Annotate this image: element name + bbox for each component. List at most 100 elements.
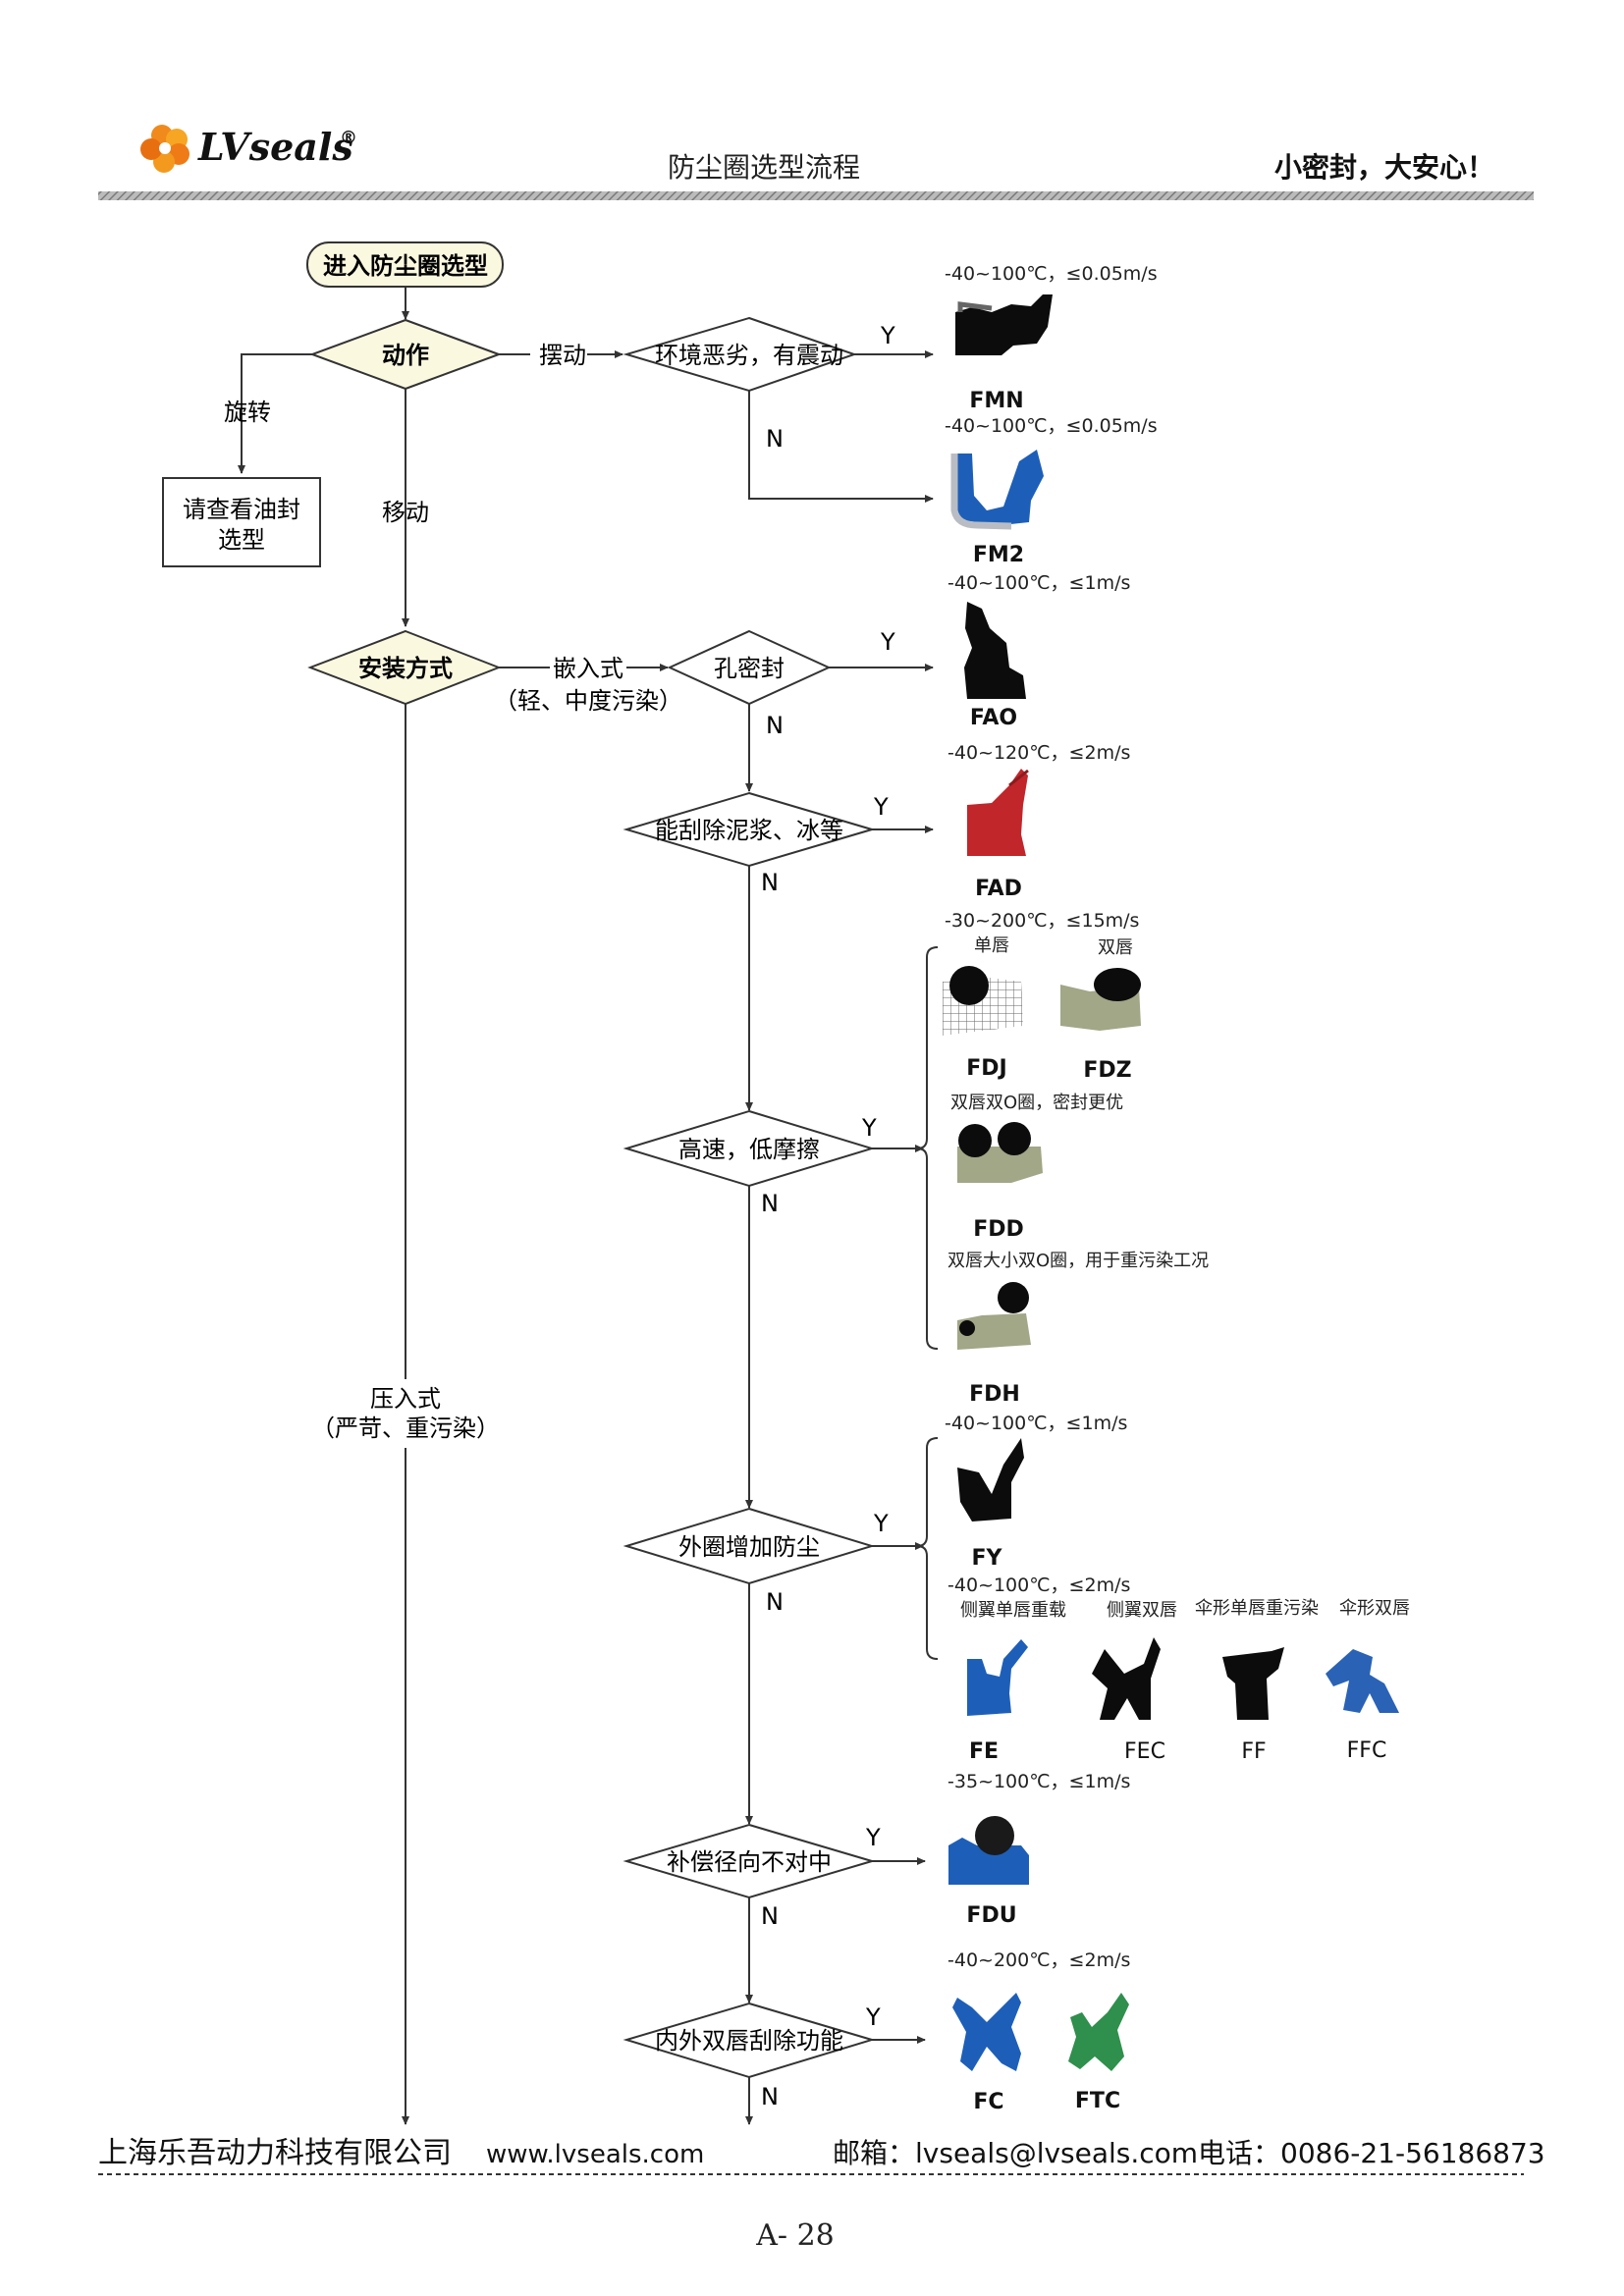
decision-environment: 环境恶劣，有震动	[623, 316, 858, 393]
radial-label: 补偿径向不对中	[667, 1848, 832, 1876]
footer-phone: 电话：0086-21-56186873	[1198, 2137, 1545, 2169]
oil-seal-box: 请查看油封 选型	[162, 477, 321, 567]
fdj-group-spec: -30~200℃，≤15m/s	[945, 910, 1139, 932]
ff-name: FF	[1241, 1739, 1266, 1764]
decision-hole-seal: 孔密封	[667, 629, 832, 706]
embedded-label: 嵌入式	[553, 655, 623, 682]
fdd-seal-icon	[957, 1122, 1043, 1183]
env-no: N	[766, 425, 784, 453]
hole-seal-no: N	[766, 712, 784, 739]
fec-note: 侧翼双唇	[1107, 1600, 1177, 1621]
fdu-seal-icon	[948, 1816, 1029, 1885]
press-fit-note: （严苛、重污染）	[311, 1415, 500, 1442]
footer: 上海乐吾动力科技有限公司 www.lvseals.com 邮箱：lvseals@…	[98, 2136, 1545, 2253]
fdh-note: 双唇大小双O圈，用于重污染工况	[947, 1251, 1209, 1271]
fdz-name: FDZ	[1083, 1058, 1131, 1083]
brand-name: LVseals	[197, 125, 353, 169]
fdz-seal-icon	[1060, 968, 1141, 1031]
decision-highspeed: 高速，低摩擦	[623, 1109, 876, 1188]
decision-install: 安装方式	[307, 629, 502, 706]
seal-images	[943, 294, 1399, 2071]
fdj-seal-icon	[943, 966, 1023, 1036]
fdd-note: 双唇双O圈，密封更优	[950, 1093, 1123, 1113]
decision-scrape: 能刮除泥浆、冰等	[623, 791, 876, 868]
swing-label: 摆动	[539, 342, 586, 369]
fdh-seal-icon	[957, 1282, 1031, 1350]
start-node: 进入防尘圈选型	[306, 241, 504, 288]
fy-spec: -40~100℃，≤1m/s	[945, 1413, 1127, 1434]
registered-mark: ®	[340, 128, 357, 148]
footer-company: 上海乐吾动力科技有限公司	[98, 2136, 452, 2170]
scrape-no: N	[761, 869, 779, 896]
fec-seal-icon	[1092, 1637, 1161, 1720]
fe-name: FE	[969, 1739, 999, 1764]
decision-outer-dust: 外圈增加防尘	[623, 1507, 876, 1585]
double-lip-no: N	[761, 2083, 779, 2110]
fdj-note: 单唇	[974, 935, 1009, 956]
ffc-seal-icon	[1326, 1649, 1399, 1713]
rotate-label: 旋转	[224, 399, 271, 426]
fdd-name: FDD	[973, 1217, 1024, 1242]
hole-seal-label: 孔密封	[714, 655, 785, 682]
fao-name: FAO	[970, 706, 1017, 730]
fy-seal-icon	[957, 1438, 1024, 1522]
highspeed-label: 高速，低摩擦	[678, 1136, 820, 1163]
fao-spec: -40~100℃，≤1m/s	[947, 572, 1130, 594]
install-label: 安装方式	[358, 655, 453, 682]
logo-flower-icon	[140, 125, 189, 173]
fdj-name: FDJ	[966, 1056, 1006, 1081]
page-number: A- 28	[755, 2218, 835, 2253]
fc-seal-icon	[952, 1993, 1021, 2071]
fm2-name: FM2	[973, 543, 1024, 567]
decision-action: 动作	[309, 318, 502, 391]
header-rule	[98, 191, 1534, 200]
fe-note: 侧翼单唇重载	[960, 1600, 1066, 1621]
press-fit-label: 压入式	[370, 1385, 441, 1413]
oil-seal-line1: 请查看油封	[183, 496, 300, 523]
highspeed-no: N	[761, 1190, 779, 1217]
fe-seal-icon	[967, 1639, 1028, 1716]
move-label: 移动	[382, 499, 429, 526]
fdz-note: 双唇	[1098, 937, 1133, 958]
fdh-name: FDH	[969, 1382, 1020, 1407]
scrape-yes: Y	[873, 793, 889, 821]
fc-group-spec: -40~200℃，≤2m/s	[947, 1949, 1130, 1971]
decision-double-lip: 内外双唇刮除功能	[623, 2002, 876, 2079]
radial-yes: Y	[865, 1824, 881, 1851]
fdu-spec: -35~100℃，≤1m/s	[947, 1771, 1130, 1792]
decision-radial: 补偿径向不对中	[623, 1823, 876, 1899]
fm2-spec: -40~100℃，≤0.05m/s	[945, 415, 1158, 437]
double-lip-label: 内外双唇刮除功能	[655, 2027, 843, 2055]
fmn-name: FMN	[969, 389, 1023, 413]
start-label: 进入防尘圈选型	[323, 252, 488, 280]
fad-spec: -40~120℃，≤2m/s	[947, 742, 1130, 764]
fao-seal-icon	[964, 602, 1026, 699]
highspeed-yes: Y	[861, 1114, 877, 1142]
env-yes: Y	[880, 322, 895, 349]
fmn-seal-icon	[955, 294, 1053, 355]
page-title: 防尘圈选型流程	[668, 151, 860, 184]
hole-seal-yes: Y	[880, 628, 895, 656]
fm2-seal-icon	[954, 450, 1044, 525]
fec-name: FEC	[1124, 1739, 1165, 1764]
action-label: 动作	[382, 342, 429, 369]
double-lip-yes: Y	[865, 2003, 881, 2031]
slogan: 小密封，大安心！	[1274, 151, 1494, 184]
press-fit-bg	[310, 1379, 503, 1448]
fdu-name: FDU	[966, 1903, 1016, 1928]
ffc-name: FFC	[1347, 1738, 1387, 1763]
scrape-label: 能刮除泥浆、冰等	[655, 817, 843, 844]
environment-label: 环境恶劣，有震动	[655, 342, 843, 369]
embedded-note: （轻、中度污染）	[494, 687, 682, 715]
ff-note: 伞形单唇重污染	[1195, 1598, 1319, 1619]
footer-email: 邮箱：lvseals@lvseals.com	[833, 2137, 1198, 2169]
ftc-seal-icon	[1068, 1993, 1129, 2071]
fad-seal-icon	[967, 769, 1028, 856]
ftc-name: FTC	[1075, 2089, 1120, 2113]
connectors	[238, 288, 939, 2125]
radial-no: N	[761, 1902, 779, 1930]
fy-name: FY	[972, 1546, 1003, 1571]
outer-dust-label: 外圈增加防尘	[678, 1533, 820, 1561]
